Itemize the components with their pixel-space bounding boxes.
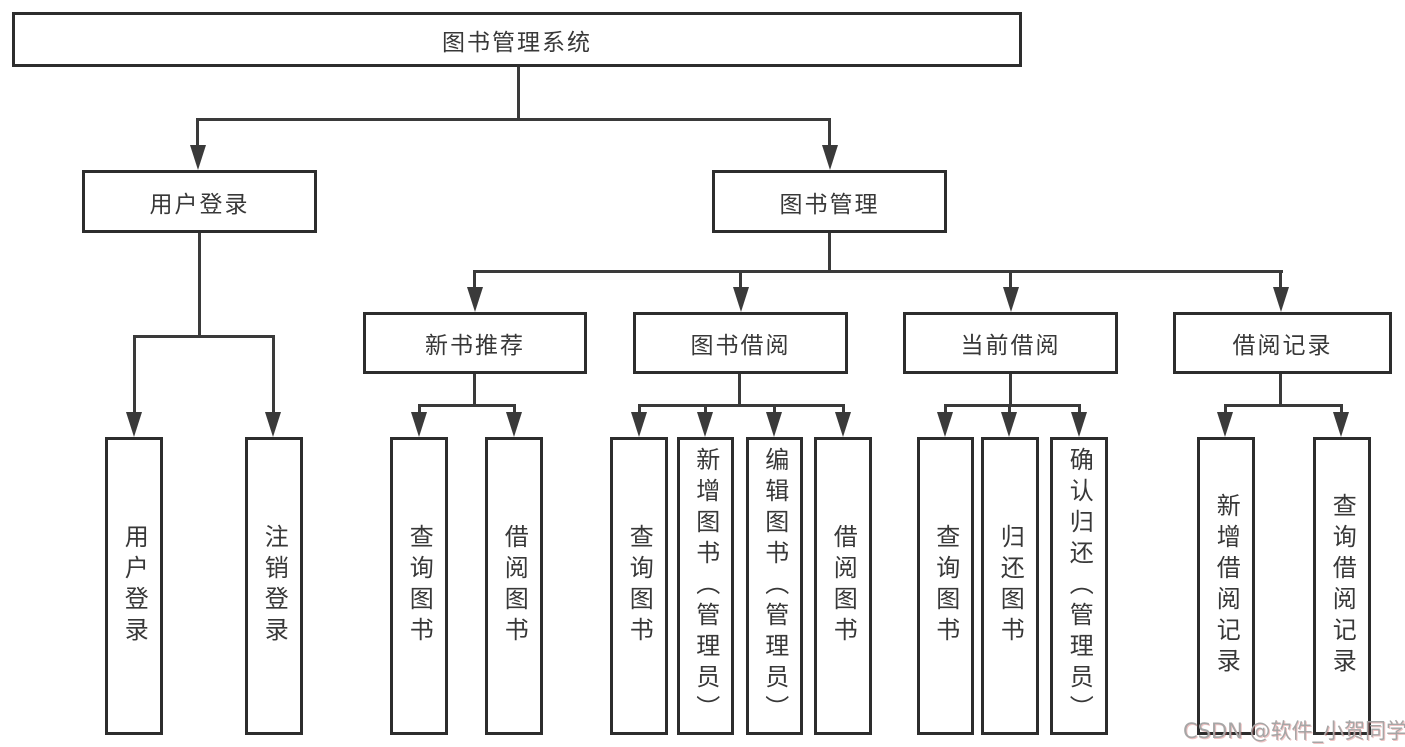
leaf-borrow-books-recommend: 借阅图书 (485, 437, 543, 735)
arrow-down-icon (697, 412, 713, 437)
arrow-down-icon (1001, 412, 1017, 437)
leaf-label: 查询借阅记录 (1328, 493, 1357, 679)
leaf-add-book-admin: 新增图书（管理员） (677, 437, 734, 735)
leaf-add-borrow-record: 新增借阅记录 (1197, 437, 1255, 735)
line-v (638, 404, 641, 414)
line-v (517, 67, 520, 118)
leaf-label: 编辑图书（管理员） (760, 446, 789, 726)
arrow-down-icon (937, 412, 953, 437)
line-v (773, 404, 776, 414)
line-v (738, 374, 741, 404)
line-v (1078, 404, 1081, 414)
node-current-borrowing: 当前借阅 (903, 312, 1118, 374)
leaf-return-book: 归还图书 (981, 437, 1039, 735)
node-label: 图书管理系统 (442, 29, 592, 56)
node-label: 图书借阅 (690, 333, 791, 359)
line-v (196, 118, 199, 147)
line-h (638, 404, 845, 407)
leaf-borrow-books-borrowing: 借阅图书 (814, 437, 872, 735)
leaf-label: 查询图书 (931, 524, 960, 648)
line-v (1340, 404, 1343, 414)
node-label: 图书管理 (779, 191, 880, 218)
leaf-label: 归还图书 (996, 524, 1025, 648)
leaf-label: 用户登录 (120, 524, 149, 648)
line-h (418, 404, 516, 407)
arrow-down-icon (1071, 412, 1087, 437)
leaf-query-books-current: 查询图书 (917, 437, 974, 735)
node-book-management: 图书管理 (712, 170, 947, 233)
leaf-edit-book-admin: 编辑图书（管理员） (746, 437, 803, 735)
leaf-label: 借阅图书 (829, 524, 858, 648)
node-new-book-recommendation: 新书推荐 (363, 312, 587, 374)
line-v (133, 335, 136, 414)
node-book-borrowing: 图书借阅 (633, 312, 848, 374)
leaf-label: 借阅图书 (500, 524, 529, 648)
leaf-label: 新增图书（管理员） (691, 446, 720, 726)
leaf-label: 注销登录 (260, 524, 289, 648)
line-v (1279, 270, 1282, 289)
leaf-confirm-return-admin: 确认归还（管理员） (1050, 437, 1108, 735)
node-borrowing-records: 借阅记录 (1173, 312, 1392, 374)
node-label: 借阅记录 (1232, 333, 1333, 359)
node-label: 当前借阅 (960, 333, 1061, 359)
line-v (418, 404, 421, 414)
arrow-down-icon (1333, 412, 1349, 437)
line-h (197, 118, 831, 121)
leaf-label: 确认归还（管理员） (1065, 446, 1094, 726)
leaf-label: 新增借阅记录 (1212, 493, 1241, 679)
line-v (1008, 404, 1011, 414)
line-v (842, 404, 845, 414)
line-v (944, 404, 947, 414)
line-v (1279, 374, 1282, 404)
arrow-down-icon (822, 145, 838, 170)
line-h (1224, 404, 1343, 407)
arrow-down-icon (506, 412, 522, 437)
node-label: 用户登录 (149, 191, 250, 218)
line-h (133, 335, 275, 338)
arrow-down-icon (190, 145, 206, 170)
leaf-query-borrow-record: 查询借阅记录 (1313, 437, 1371, 735)
line-v (473, 374, 476, 404)
line-v (513, 404, 516, 414)
arrow-down-icon (1217, 412, 1233, 437)
arrow-down-icon (126, 412, 142, 437)
arrow-down-icon (411, 412, 427, 437)
arrow-down-icon (766, 412, 782, 437)
node-library-management-system: 图书管理系统 (12, 12, 1022, 67)
line-v (473, 270, 476, 289)
line-v (272, 335, 275, 414)
line-v (828, 118, 831, 147)
line-h (473, 270, 1283, 273)
csdn-watermark: CSDN @软件_小贺同学 (1183, 719, 1405, 743)
line-v (739, 270, 742, 289)
arrow-down-icon (835, 412, 851, 437)
leaf-query-books-borrowing: 查询图书 (610, 437, 668, 735)
line-v (1224, 404, 1227, 414)
line-v (1009, 374, 1012, 404)
arrow-down-icon (265, 412, 281, 437)
leaf-logout: 注销登录 (245, 437, 303, 735)
arrow-down-icon (733, 287, 749, 312)
leaf-label: 查询图书 (405, 524, 434, 648)
arrow-down-icon (631, 412, 647, 437)
node-user-login: 用户登录 (82, 170, 317, 233)
line-h (944, 404, 1081, 407)
line-v (704, 404, 707, 414)
node-label: 新书推荐 (425, 333, 525, 359)
leaf-user-login: 用户登录 (105, 437, 163, 735)
arrow-down-icon (1273, 287, 1289, 312)
leaf-label: 查询图书 (625, 524, 654, 648)
arrow-down-icon (1003, 287, 1019, 312)
line-v (1009, 270, 1012, 289)
line-v (828, 233, 831, 270)
line-v (198, 233, 201, 335)
arrow-down-icon (467, 287, 483, 312)
leaf-query-books-recommend: 查询图书 (390, 437, 448, 735)
